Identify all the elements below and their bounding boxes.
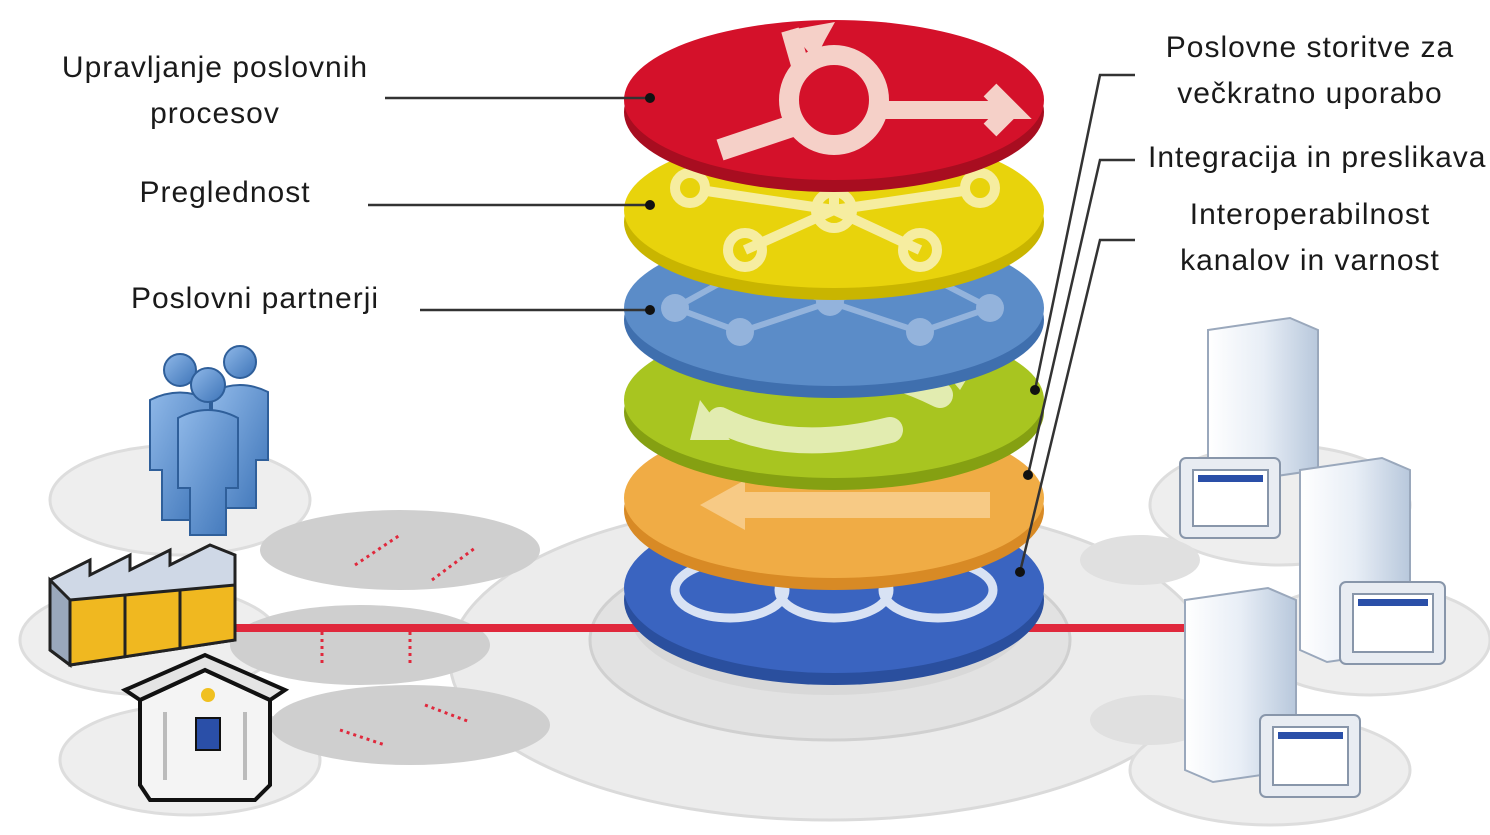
label-process-management: Upravljanje poslovnih procesov bbox=[50, 45, 380, 137]
label-business-partners: Poslovni partnerji bbox=[110, 276, 400, 322]
label-line: kanalov in varnost bbox=[1160, 238, 1460, 284]
label-line: Interoperabilnost bbox=[1160, 192, 1460, 238]
layer-process-management bbox=[624, 20, 1044, 192]
label-line: Upravljanje poslovnih bbox=[50, 45, 380, 91]
label-line: procesov bbox=[50, 91, 380, 137]
label-line: Preglednost bbox=[110, 170, 340, 216]
label-line: večkratno uporabo bbox=[1150, 71, 1470, 117]
label-channel-security: Interoperabilnost kanalov in varnost bbox=[1160, 192, 1460, 284]
label-reusable-services: Poslovne storitve za večkratno uporabo bbox=[1150, 25, 1470, 117]
people-icon bbox=[150, 346, 268, 535]
layer-stack bbox=[624, 20, 1044, 685]
label-line: Poslovne storitve za bbox=[1150, 25, 1470, 71]
label-visibility: Preglednost bbox=[110, 170, 340, 216]
label-line: Poslovni partnerji bbox=[110, 276, 400, 322]
label-line: Integracija in preslikava bbox=[1148, 135, 1490, 181]
label-integration-mapping: Integracija in preslikava bbox=[1148, 135, 1490, 181]
